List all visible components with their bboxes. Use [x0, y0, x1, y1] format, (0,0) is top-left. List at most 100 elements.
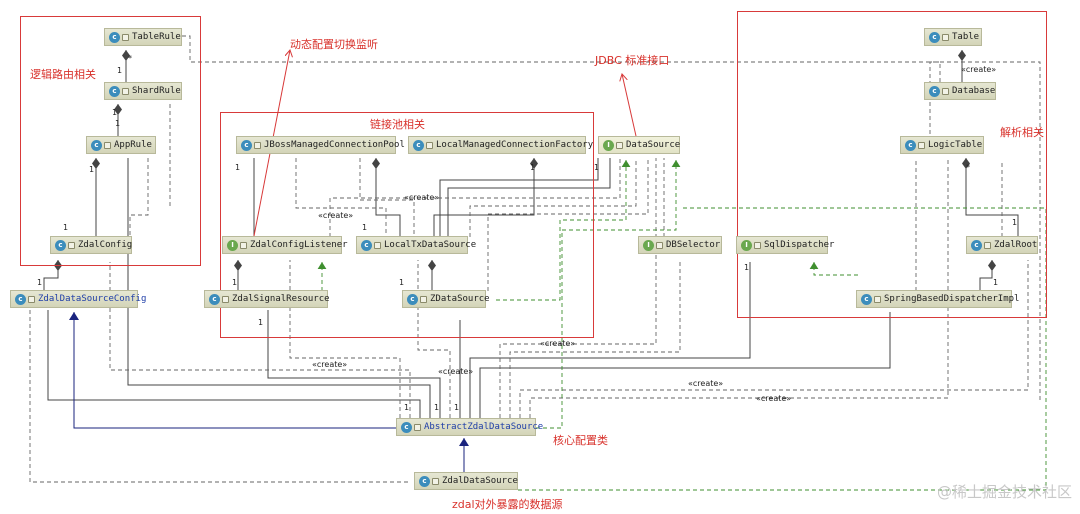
class-logictable[interactable]: c LogicTable [900, 136, 984, 154]
class-icon: c [209, 293, 220, 305]
impl-zdalds-ds [518, 207, 1047, 491]
class-name: ZdalConfigListener [250, 240, 348, 250]
package-icon [414, 423, 421, 431]
class-name: ShardRule [132, 86, 181, 96]
class-name: SpringBasedDispatcherImpl [884, 294, 1020, 304]
class-icon: c [929, 31, 940, 43]
lbl-one-7: 1 [235, 163, 240, 172]
lbl-one-4: 1 [89, 165, 94, 174]
package-icon [122, 33, 129, 41]
interface-datasource[interactable]: I DataSource [598, 136, 680, 154]
package-icon [656, 241, 663, 249]
package-icon [222, 295, 229, 303]
edge-ds-ltx2 [447, 158, 611, 237]
interface-icon: I [603, 139, 614, 151]
lbl-one-12: 1 [594, 163, 599, 172]
label-jdbc-interface: JDBC 标准接口 [595, 54, 670, 67]
dep-abstract-ltx [417, 260, 451, 418]
package-icon [918, 141, 925, 149]
interface-icon: I [741, 239, 752, 251]
lbl-one-5: 1 [63, 223, 68, 232]
lbl-create-6: «create» [540, 339, 575, 348]
package-icon [754, 241, 761, 249]
region-parse [737, 11, 1047, 318]
class-shardrule[interactable]: c ShardRule [104, 82, 182, 100]
dep-tablerule-table [182, 35, 1041, 400]
package-icon [426, 141, 433, 149]
class-icon: c [241, 139, 252, 151]
class-name: TableRule [132, 32, 181, 42]
lbl-star-1: * [128, 54, 132, 63]
impl-spring-sqldisp [809, 262, 858, 276]
interface-sqldispatcher[interactable]: I SqlDispatcher [736, 236, 834, 254]
edge-root-logictable [962, 158, 1019, 237]
class-name: ZdalConfig [78, 240, 133, 250]
lbl-one-19: 1 [454, 403, 459, 412]
package-icon [104, 141, 111, 149]
class-icon: c [971, 239, 982, 251]
dep-abstract-logic [529, 158, 949, 418]
dep-apprule-zdalconfig [129, 158, 149, 237]
lbl-create-8: «create» [756, 394, 791, 403]
generalization-edges [69, 312, 469, 472]
class-name: ZDataSource [430, 294, 490, 304]
class-icon: c [55, 239, 66, 251]
lbl-one-1: 1 [117, 66, 122, 75]
package-icon [942, 87, 949, 95]
label-core-config: 核心配置类 [553, 434, 608, 447]
class-tablerule[interactable]: c TableRule [104, 28, 182, 46]
label-logic-routing: 逻辑路由相关 [30, 68, 96, 81]
lbl-one-11: 1 [530, 163, 535, 172]
region-logic-routing [20, 16, 201, 266]
lbl-create-7: «create» [688, 379, 723, 388]
class-name: LogicTable [928, 140, 983, 150]
class-name: Database [952, 86, 996, 96]
dep-abstract-zdalcfg [109, 262, 411, 418]
dep-abstract-listener [289, 260, 401, 418]
class-zdalconfig[interactable]: c ZdalConfig [50, 236, 132, 254]
lbl-one-14: 1 [744, 263, 749, 272]
package-icon [942, 33, 949, 41]
package-icon [374, 241, 381, 249]
class-database[interactable]: c Database [924, 82, 996, 100]
lbl-one-13: 1 [399, 278, 404, 287]
class-name: SqlDispatcher [764, 240, 835, 250]
class-icon: c [905, 139, 916, 151]
class-icon: c [929, 85, 940, 97]
package-icon [254, 141, 261, 149]
lbl-one-3: 1 [115, 119, 120, 128]
lbl-create-1: «create» [404, 193, 439, 202]
watermark: @稀土掘金技术社区 [936, 483, 1072, 501]
label-dynamic-switch: 动态配置切换监听 [290, 38, 378, 51]
class-icon: c [15, 293, 26, 305]
lbl-one-10: 1 [362, 223, 367, 232]
package-icon [432, 477, 439, 485]
implements-edges [317, 160, 1047, 491]
lbl-one-8: 1 [232, 278, 237, 287]
class-name: DataSource [626, 140, 681, 150]
class-icon: c [109, 85, 120, 97]
class-icon: c [109, 31, 120, 43]
interface-zdalconfiglistener[interactable]: I ZdalConfigListener [222, 236, 348, 254]
class-zdaldatasourceconfig[interactable]: c ZdalDataSourceConfig [10, 290, 146, 308]
class-icon: c [401, 421, 412, 433]
dep-listener-ds [329, 158, 621, 237]
package-icon [68, 241, 75, 249]
class-icon: c [361, 239, 372, 251]
class-name: ZdalDataSourceConfig [38, 294, 147, 304]
interface-icon: I [227, 239, 238, 251]
package-icon [874, 295, 881, 303]
edge-abstract-apprule [127, 158, 431, 418]
